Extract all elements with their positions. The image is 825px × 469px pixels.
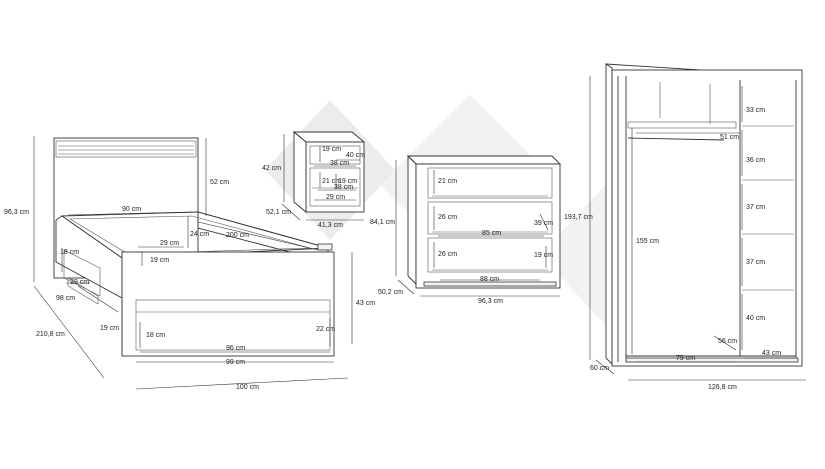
bed-drawer-inner-width-label: 96 cm <box>226 345 245 352</box>
bed-dimensions <box>33 136 353 390</box>
chest-inner-width-label: 85 cm <box>482 230 501 237</box>
wardrobe-drawing <box>605 63 803 367</box>
bed-drawer-depth-label: 18 cm <box>60 249 79 256</box>
wardrobe-height-label: 193,7 cm <box>564 214 593 221</box>
bed-drawer-length-label: 98 cm <box>56 295 75 302</box>
wardrobe-hanging-height-label: 155 cm <box>636 238 659 245</box>
chest-drawer-1-label: 21 cm <box>438 178 457 185</box>
nightstand-top-drawer-width-label: 40 cm <box>346 152 365 159</box>
chest-width-label: 96,3 cm <box>478 298 503 305</box>
nightstand-height-label: 42 cm <box>262 165 281 172</box>
chest-depth-label: 50,2 cm <box>378 289 403 296</box>
wardrobe-labels: 193,7 cm 155 cm 51 cm 33 cm 36 cm 37 cm … <box>564 107 781 391</box>
bed-inner-width-label: 90 cm <box>122 206 141 213</box>
bed-drawer-outer-width-label: 99 cm <box>226 359 245 366</box>
nightstand-compartment-a-label: 21 cm <box>322 178 341 185</box>
chest-drawing <box>406 154 562 289</box>
chest-height-label: 84,1 cm <box>370 219 395 226</box>
nightstand-depth-label: 52,1 cm <box>266 209 291 216</box>
wardrobe-dimensions <box>589 76 806 381</box>
bed-side-height-label: 24 cm <box>190 231 209 238</box>
wardrobe-inner-depth-label: 56 cm <box>718 338 737 345</box>
nightstand-labels: 42 cm 19 cm 40 cm 38 cm 21 cm 19 cm 38 c… <box>262 146 365 229</box>
wardrobe-width-label: 126,8 cm <box>708 384 737 391</box>
chest-drawer-height-right-label: 19 cm <box>534 252 553 259</box>
bed-leg-height-label: 19 cm <box>100 325 119 332</box>
bed-drawer-height-label: 18 cm <box>146 332 165 339</box>
nightstand-bottom-depth-label: 29 cm <box>326 194 345 201</box>
bed-drawer-front-label: 29 cm <box>70 279 89 286</box>
bed-height-label: 96,3 cm <box>4 209 29 216</box>
bed-total-width-label: 100 cm <box>236 384 259 391</box>
wardrobe-rail-width-label: 51 cm <box>720 134 739 141</box>
wardrobe-left-width-label: 79 cm <box>676 355 695 362</box>
bed-drawer-front-right-label: 22 cm <box>316 326 335 333</box>
chest-labels: 21 cm 26 cm 26 cm 39 cm 85 cm 19 cm 88 c… <box>370 178 553 305</box>
nightstand-top-drawer-height-label: 19 cm <box>322 146 341 153</box>
bed-rail-height-label: 19 cm <box>150 257 169 264</box>
nightstand-compartment-b-label: 19 cm <box>338 178 357 185</box>
wardrobe-shelf-5-label: 40 cm <box>746 315 765 322</box>
bed-headboard-label: 52 cm <box>210 179 229 186</box>
nightstand-inner-width-label: 38 cm <box>330 160 349 167</box>
nightstand-width-label: 41,3 cm <box>318 222 343 229</box>
wardrobe-shelf-3-label: 37 cm <box>746 204 765 211</box>
chest-drawer-3-label: 26 cm <box>438 251 457 258</box>
chest-dimensions <box>395 160 560 297</box>
bed-total-length-label: 210,8 cm <box>36 331 65 338</box>
nightstand-dimensions <box>281 134 364 221</box>
bed-rail-width-label: 29 cm <box>160 240 179 247</box>
bed-inner-length-label: 200 cm <box>226 232 249 239</box>
chest-drawer-depth-label: 39 cm <box>534 220 553 227</box>
wardrobe-shelf-2-label: 36 cm <box>746 157 765 164</box>
nightstand-drawing <box>292 131 366 213</box>
chest-bottom-width-label: 88 cm <box>480 276 499 283</box>
nightstand-inner-depth-label: 38 cm <box>334 184 353 191</box>
wardrobe-shelf-4-label: 37 cm <box>746 259 765 266</box>
wardrobe-shelf-1-label: 33 cm <box>746 107 765 114</box>
wardrobe-depth-label: 60 cm <box>590 365 609 372</box>
bed-front-height-label: 43 cm <box>356 300 375 307</box>
wardrobe-right-width-label: 43 cm <box>762 350 781 357</box>
bed-labels: 96,3 cm 52 cm 90 cm 24 cm 200 cm 29 cm 1… <box>4 179 375 391</box>
chest-drawer-2-label: 26 cm <box>438 214 457 221</box>
